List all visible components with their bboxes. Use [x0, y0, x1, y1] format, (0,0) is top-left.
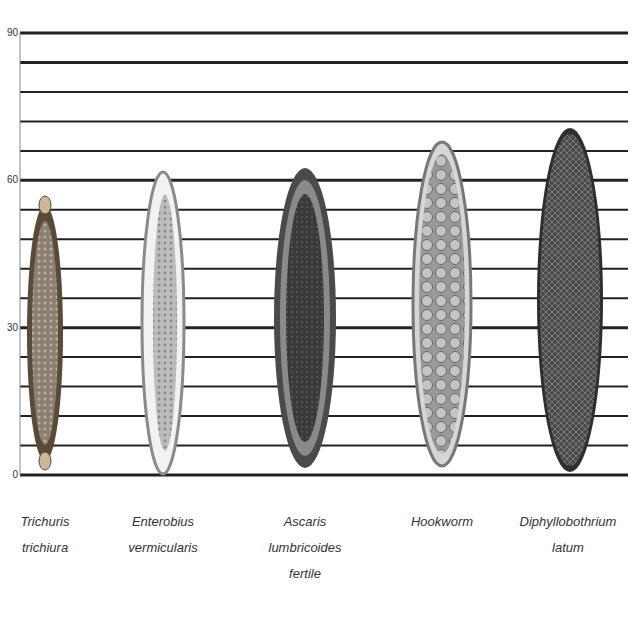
diphyllobothrium-egg	[537, 128, 603, 472]
species-label: Trichuris trichiura	[8, 509, 82, 561]
axis-number: 90	[2, 27, 18, 39]
species-label: Enterobius vermicularis	[117, 509, 209, 561]
species-label: Hookworm	[392, 509, 492, 535]
ascaris-egg	[274, 168, 336, 468]
axis-number: 0	[2, 469, 18, 481]
hookworm-egg	[413, 142, 471, 466]
trichuris-egg	[27, 196, 63, 470]
species-label: Diphyllobothrium latum	[512, 509, 624, 561]
grid-lines	[20, 33, 628, 475]
axis-number: 60	[2, 174, 18, 186]
species-label: Ascaris lumbricoides fertile	[257, 509, 353, 587]
axis-number: 30	[2, 322, 18, 334]
enterobius-egg	[142, 172, 184, 474]
